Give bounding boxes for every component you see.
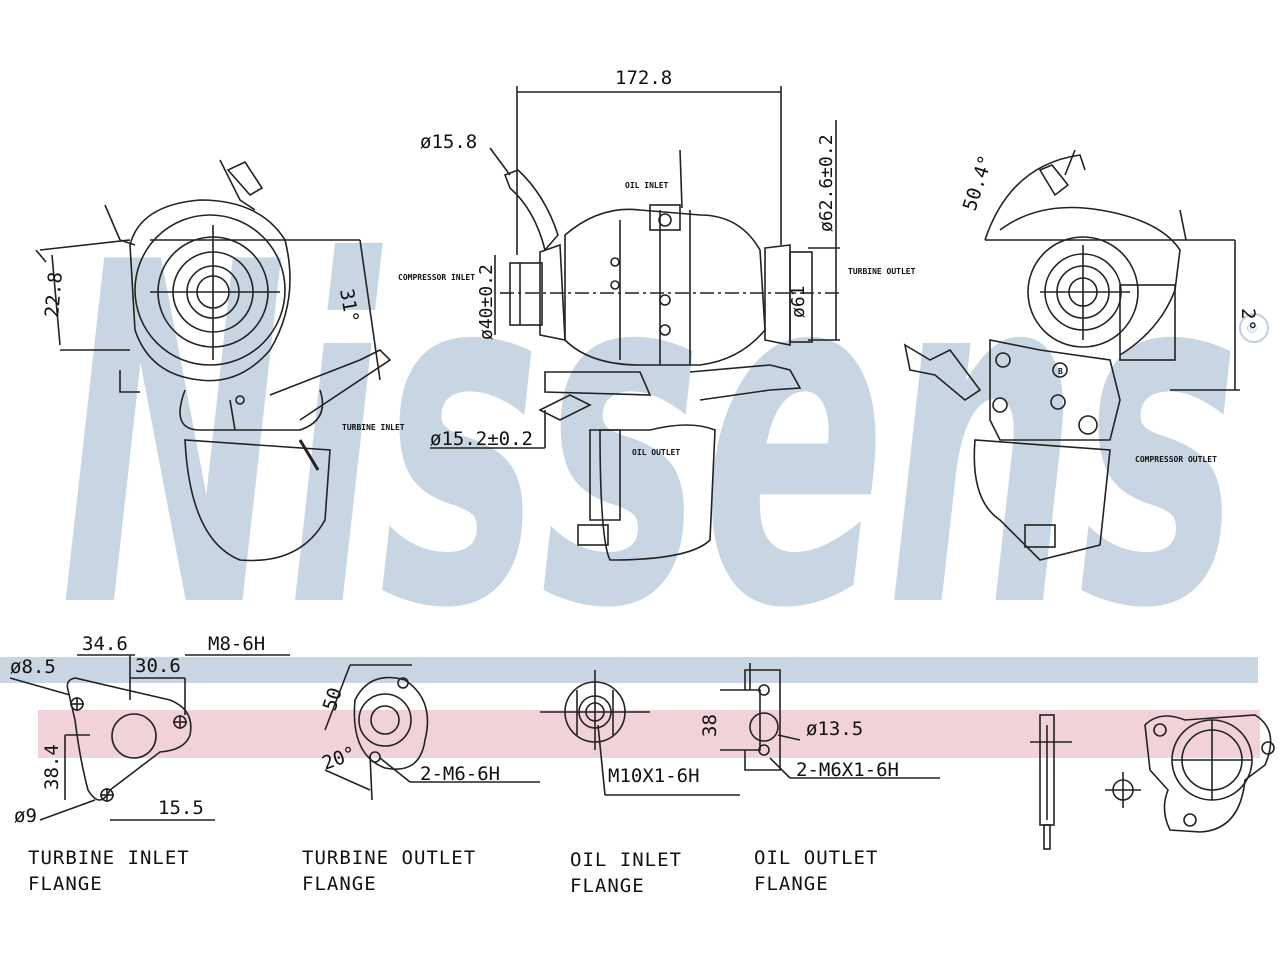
dim-d8-5: ø8.5	[10, 656, 56, 678]
turbine-outlet-caption-2: FLANGE	[302, 873, 377, 895]
right-view	[903, 149, 1240, 561]
registered-mark-circle	[1239, 313, 1269, 343]
compressor-outlet-flange	[1144, 714, 1275, 833]
left-view	[35, 159, 392, 562]
dim-m10x1-6h: M10X1-6H	[608, 765, 700, 787]
dim-34-6: 34.6	[82, 633, 128, 655]
turbine-inlet-caption-2: FLANGE	[28, 873, 103, 895]
dim-30-6: 30.6	[135, 655, 181, 677]
watermark-brand: Nissens	[60, 164, 1240, 711]
compressor-outlet-label: COMPRESSOR OUTLET	[1135, 455, 1217, 464]
registered-mark: ®	[1247, 319, 1257, 338]
turbine-inlet-flange	[9, 654, 290, 821]
dim-d15-2: ø15.2±0.2	[430, 428, 533, 450]
watermark-band-blue	[0, 657, 1258, 683]
oil-inlet-caption-2: FLANGE	[570, 875, 645, 897]
turbine-inlet-caption-1: TURBINE INLET	[28, 847, 190, 869]
dim-d62-6: ø62.6±0.2	[816, 134, 837, 232]
dim-d40: ø40±0.2	[476, 264, 497, 340]
dim-m8-6h: M8-6H	[208, 633, 265, 655]
dim-d9: ø9	[14, 805, 37, 827]
marker-b: B	[1058, 367, 1063, 376]
dim-2-m6-6h: 2-M6-6H	[420, 763, 500, 785]
dim-22-8: 22.8	[41, 271, 67, 319]
turbine-outlet-label: TURBINE OUTLET	[848, 267, 916, 276]
dim-2-m6x1-6h: 2-M6X1-6H	[796, 759, 899, 781]
watermark: Nissens ®	[0, 164, 1269, 758]
oil-outlet-caption-1: OIL OUTLET	[754, 847, 878, 869]
oil-outlet-label: OIL OUTLET	[632, 448, 680, 457]
dim-d61: ø61	[788, 285, 809, 318]
dim-38-4: 38.4	[41, 744, 63, 790]
oil-inlet-caption-1: OIL INLET	[570, 849, 682, 871]
dim-15-5: 15.5	[158, 797, 204, 819]
oil-inlet-flange	[540, 670, 740, 796]
middle-view	[430, 86, 840, 561]
dim-d15-8: ø15.8	[420, 131, 477, 153]
dim-172-8: 172.8	[615, 67, 672, 89]
cross-mark	[1105, 772, 1141, 808]
oil-outlet-caption-2: FLANGE	[754, 873, 829, 895]
dim-38: 38	[699, 714, 721, 737]
turbine-outlet-caption-1: TURBINE OUTLET	[302, 847, 476, 869]
bolt-part	[1030, 714, 1072, 850]
oil-inlet-label: OIL INLET	[625, 181, 669, 190]
angle-2: 2°	[1237, 308, 1259, 331]
turbine-outlet-flange	[324, 664, 540, 801]
watermark-band-pink	[38, 710, 1260, 758]
turbine-inlet-label: TURBINE INLET	[342, 423, 405, 432]
oil-outlet-flange	[720, 663, 940, 779]
compressor-inlet-label: COMPRESSOR INLET	[398, 273, 475, 282]
dim-d13-5: ø13.5	[806, 718, 863, 740]
